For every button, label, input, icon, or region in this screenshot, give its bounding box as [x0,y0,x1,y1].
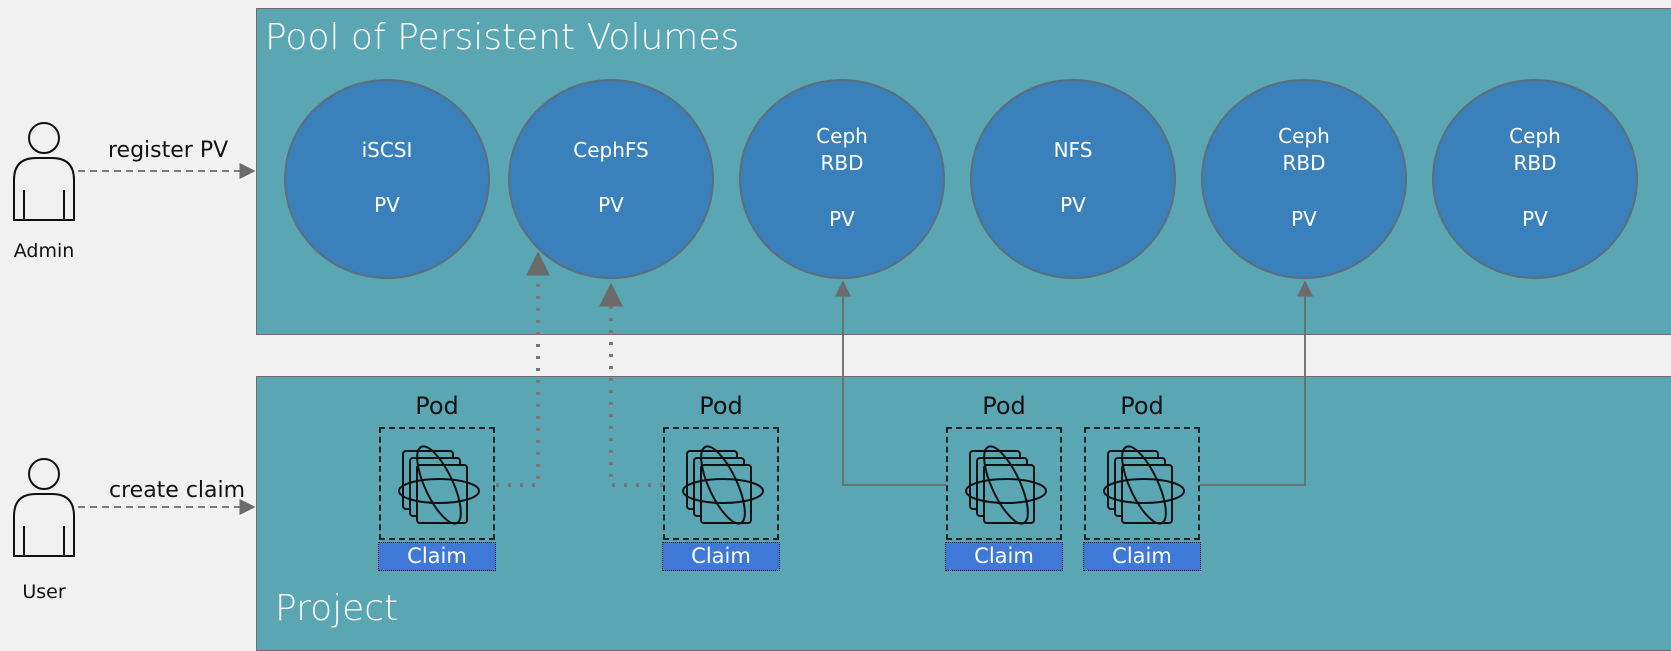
pv-label: PV [598,193,624,217]
user-person-icon [13,458,75,557]
pod-containers-icon [1103,441,1185,529]
pool-title: Pool of Persistent Volumes [265,17,740,58]
admin-person-icon [13,122,75,221]
register-pv-label: register PV [108,138,229,163]
pod-box[interactable] [946,427,1062,540]
pv-label: PV [1060,193,1086,217]
create-claim-label: create claim [109,478,246,503]
pv-ceph-rbd-3[interactable]: Ceph RBD PV [1432,79,1638,279]
pod-box[interactable] [1084,427,1200,540]
pv-label: PV [829,207,855,231]
user-label: User [22,581,66,603]
pv-type-label: NFS [1053,138,1093,162]
pv-type-label: Ceph RBD [816,124,868,175]
pv-label: PV [374,193,400,217]
pv-type-label: iSCSI [361,138,413,162]
pv-ceph-rbd-2[interactable]: Ceph RBD PV [1201,79,1407,279]
pv-label: PV [1291,207,1317,231]
pod-title: Pod [982,392,1026,420]
persistent-volume-pool-panel: Pool of Persistent Volumes iSCSI PV Ceph… [256,8,1671,335]
pv-ceph-rbd-1[interactable]: Ceph RBD PV [739,79,945,279]
admin-label: Admin [13,240,75,262]
claim-badge[interactable]: Claim [378,542,496,571]
claim-badge[interactable]: Claim [1083,542,1201,571]
pod-box[interactable] [663,427,779,540]
pv-nfs[interactable]: NFS PV [970,79,1176,279]
claim-badge[interactable]: Claim [945,542,1063,571]
pod-containers-icon [965,441,1047,529]
pod-box[interactable] [379,427,495,540]
pod-title: Pod [1120,392,1164,420]
pv-type-label: Ceph RBD [1278,124,1330,175]
project-title: Project [275,588,399,629]
pod-title: Pod [699,392,743,420]
project-panel: Project [256,376,1671,651]
pv-cephfs[interactable]: CephFS PV [508,79,714,279]
pv-iscsi[interactable]: iSCSI PV [284,79,490,279]
pv-label: PV [1522,207,1548,231]
pod-containers-icon [682,441,764,529]
pod-containers-icon [398,441,480,529]
claim-badge[interactable]: Claim [662,542,780,571]
pv-type-label: CephFS [573,138,649,162]
pod-title: Pod [415,392,459,420]
pv-type-label: Ceph RBD [1509,124,1561,175]
